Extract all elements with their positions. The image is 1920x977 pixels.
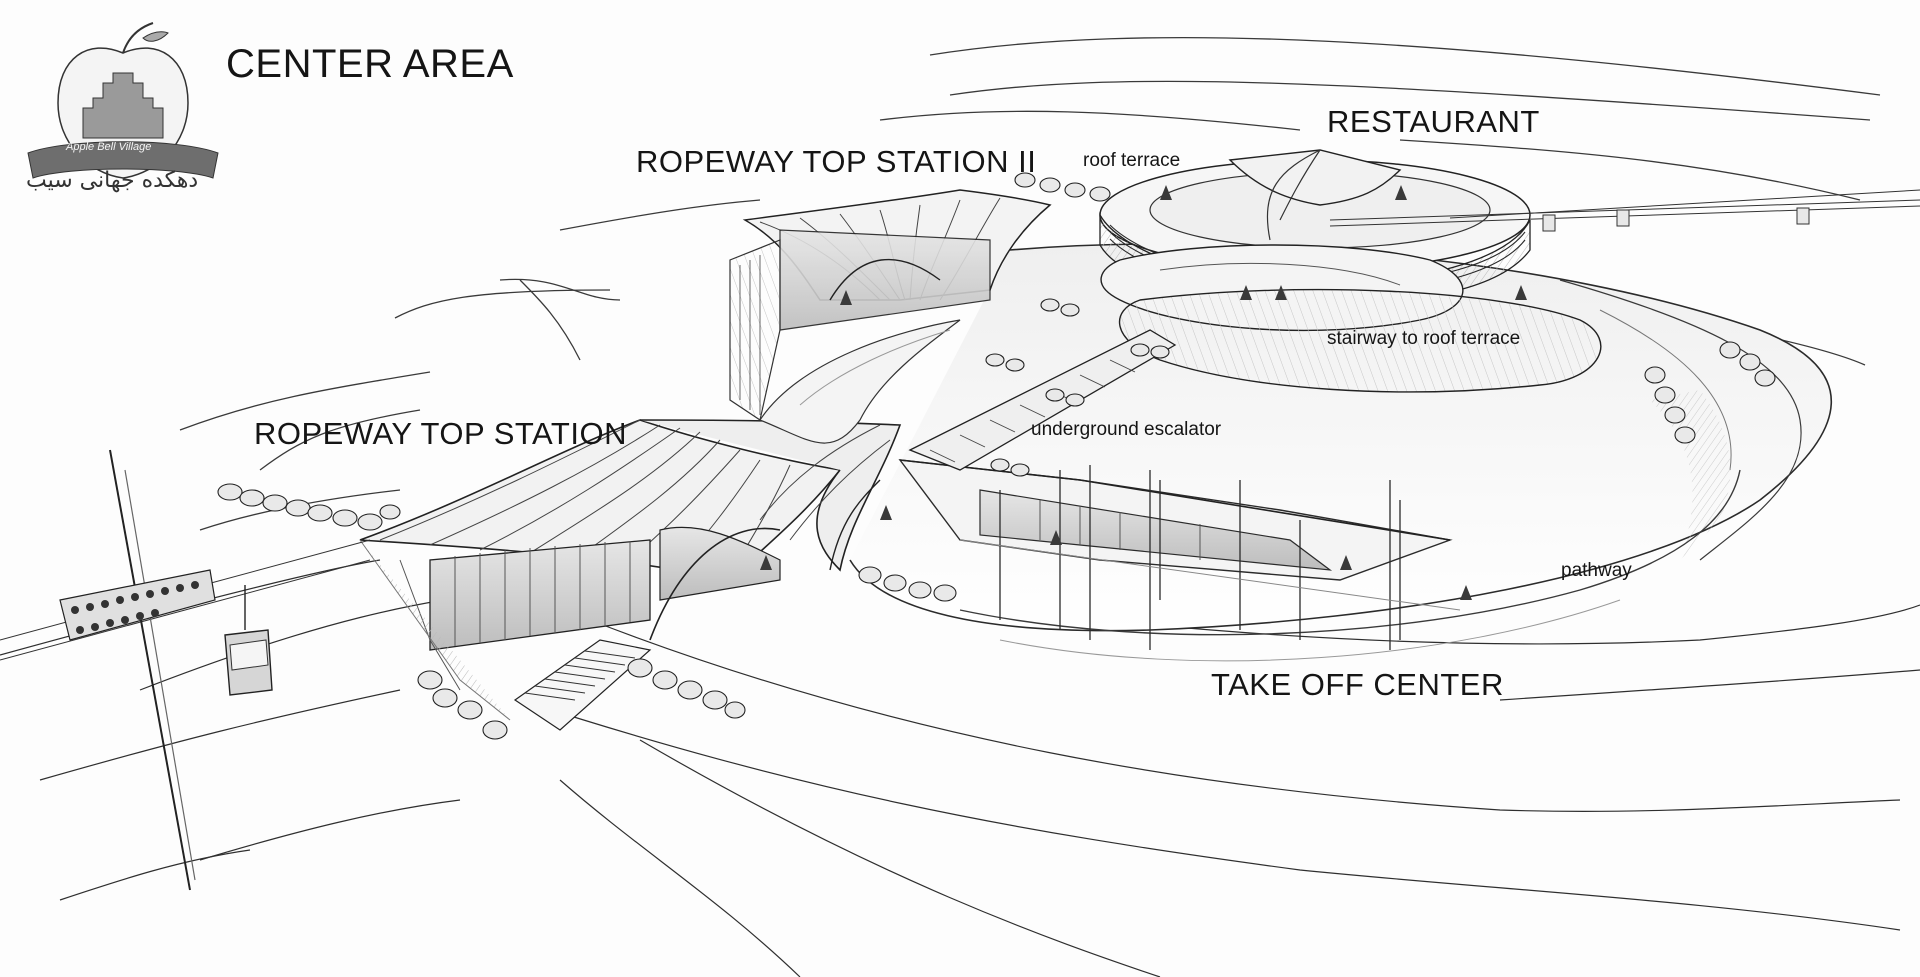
restaurant-building <box>1100 150 1601 392</box>
label-roof-terrace: roof terrace <box>1083 150 1181 171</box>
apple-castle-logo-icon <box>28 23 218 178</box>
gondola-cabin <box>225 585 272 695</box>
ropeway-top-station-2 <box>730 190 1050 443</box>
boulders <box>218 173 1775 739</box>
label-pathway: pathway <box>1561 560 1632 581</box>
take-off-center-building <box>900 460 1460 650</box>
ropeway-top-station-canopy <box>360 420 900 730</box>
logo-banner-text: Apple Bell Village <box>66 141 152 153</box>
trees <box>760 185 1527 600</box>
diagram-title: CENTER AREA <box>226 42 514 86</box>
ropeway-pylon <box>60 450 215 890</box>
label-ropeway-top-station-2: ROPEWAY TOP STATION II <box>636 144 1037 179</box>
label-underground-escalator: underground escalator <box>1031 419 1222 440</box>
label-stairway-to-roof-terrace: stairway to roof terrace <box>1327 328 1521 349</box>
logo-script-text: دهکده جهانی سیب <box>26 168 199 193</box>
label-ropeway-top-station: ROPEWAY TOP STATION <box>254 416 627 451</box>
terrain-lines <box>0 560 1920 977</box>
small-gondolas <box>1542 207 1810 232</box>
label-take-off-center: TAKE OFF CENTER <box>1211 667 1504 702</box>
label-restaurant: RESTAURANT <box>1327 104 1540 139</box>
